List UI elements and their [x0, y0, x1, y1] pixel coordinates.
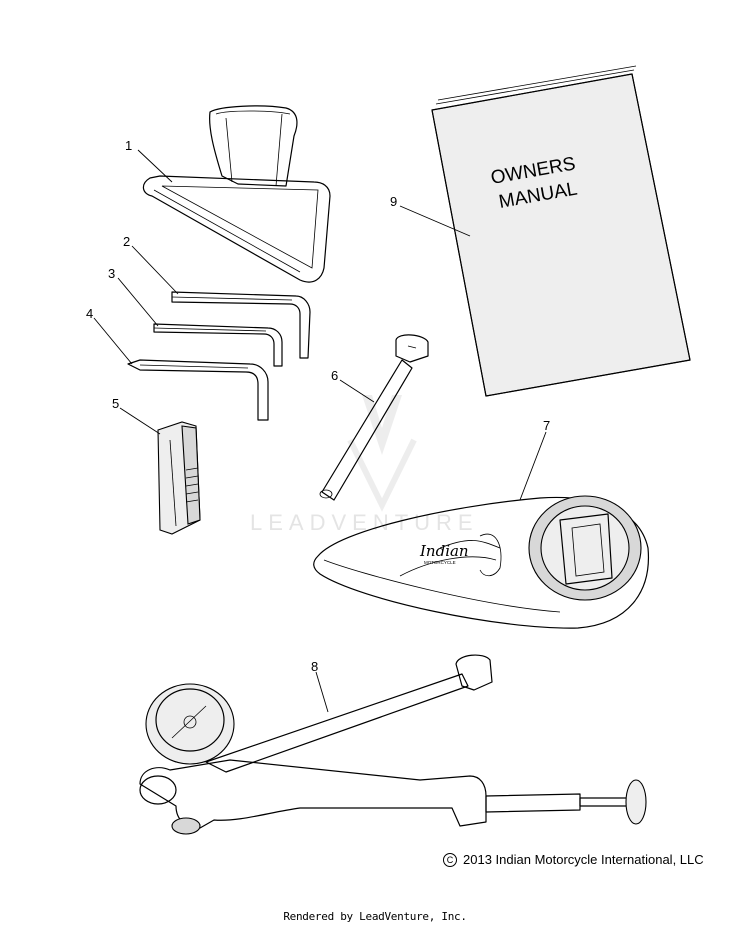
callout-7: 7: [543, 418, 550, 433]
part-4-hex-key[interactable]: [127, 359, 269, 421]
callout-4: 4: [86, 306, 93, 321]
watermark-logo: [347, 395, 417, 512]
emblem-indian-logo: Indian MOTORCYCLE: [419, 533, 502, 577]
part-5-spark-plug-gap-tool[interactable]: [157, 421, 201, 535]
part-2-hex-key[interactable]: [171, 291, 311, 359]
callout-9: 9: [390, 194, 397, 209]
copyright-text: 2013 Indian Motorcycle International, LL…: [463, 852, 704, 867]
callout-3: 3: [108, 266, 115, 281]
emblem-script: Indian: [419, 542, 469, 560]
copyright-notice: C 2013 Indian Motorcycle International, L…: [443, 852, 704, 867]
callout-8: 8: [311, 659, 318, 674]
watermark-text: LEADVENTURE: [250, 510, 479, 535]
footer-rendered-by: Rendered by LeadVenture, Inc.: [283, 910, 467, 923]
callout-6: 6: [331, 368, 338, 383]
leader-lines: [93, 149, 547, 713]
part-9-owners-manual[interactable]: OWNERS MANUAL: [431, 65, 691, 397]
copyright-symbol: C: [443, 853, 457, 867]
callout-1: 1: [125, 138, 132, 153]
part-6-screwdriver-handle[interactable]: [319, 334, 429, 501]
part-3-hex-key[interactable]: [153, 323, 283, 367]
part-1-tool-holder[interactable]: [142, 105, 331, 283]
callout-2: 2: [123, 234, 130, 249]
emblem-subtitle: MOTORCYCLE: [424, 560, 456, 565]
callout-5: 5: [112, 396, 119, 411]
part-8-suspension-pump[interactable]: [139, 654, 647, 835]
part-7-tank-console[interactable]: [313, 495, 650, 629]
